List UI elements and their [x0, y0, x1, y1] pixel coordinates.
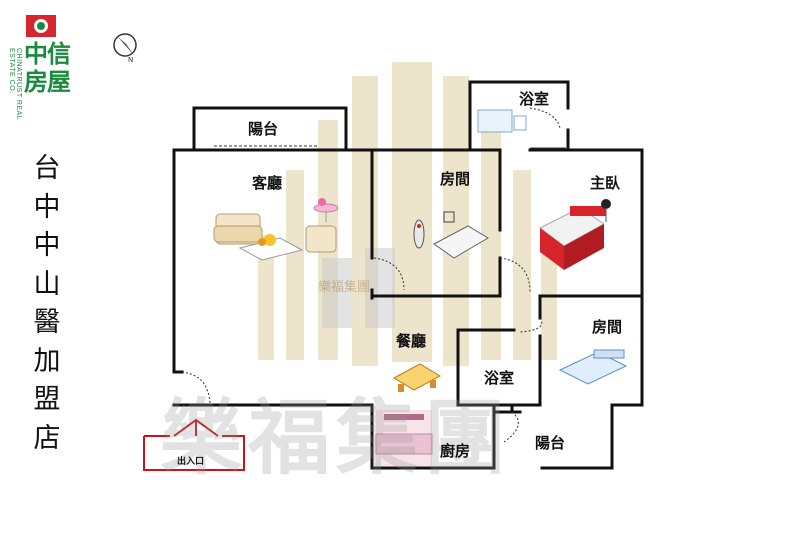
room-label-balcony-bottom: 陽台 [535, 434, 566, 452]
store-name-char: 中 [33, 230, 61, 261]
store-name: 台 中 中 山 醫 加 盟 店 [30, 150, 64, 458]
logo-chinese-name: 中信房屋 [24, 39, 71, 96]
room-label-living-room: 客廳 [252, 174, 283, 192]
store-name-char: 中 [33, 191, 61, 223]
compass-north-label: N [128, 56, 134, 64]
store-name-char: 醫 [33, 307, 61, 338]
side-table-icon [313, 198, 339, 222]
logo-icon [26, 15, 56, 37]
store-name-char: 盟 [33, 384, 61, 415]
room-label-dining-room: 餐廳 [396, 332, 427, 350]
logo-english-name: CHINATRUST REAL ESTATE CO. [8, 48, 22, 120]
room-label-balcony-top: 陽台 [248, 120, 279, 138]
sofa-icon [213, 213, 263, 245]
coffee-table-icon [238, 234, 304, 261]
room-label-master-bedroom: 主臥 [590, 174, 621, 192]
room-label-kitchen: 廚房 [440, 442, 471, 460]
armchair-icon [305, 225, 337, 253]
mirror-icon [413, 219, 425, 249]
room-label-bathroom-top: 浴室 [519, 90, 550, 108]
master-bed-icon [539, 199, 611, 270]
bed-icon [433, 211, 489, 259]
right-bed-icon [558, 349, 628, 385]
entrance-marker [143, 418, 245, 471]
bathtub-icon [477, 109, 527, 133]
room-label-bedroom-right: 房間 [592, 318, 623, 336]
watermark-site-text: 樂福集團 [318, 279, 371, 294]
room-label-bathroom-middle: 浴室 [484, 369, 515, 387]
dining-table-icon [392, 363, 442, 392]
store-name-char: 店 [33, 422, 61, 454]
room-label-bedroom-middle: 房間 [440, 170, 471, 188]
entrance-label: 出入口 [177, 457, 205, 467]
kitchen-fixtures-icon [375, 410, 433, 466]
watermark-text: 樂福集團 [160, 390, 513, 486]
store-name-char: 山 [33, 268, 61, 300]
store-name-char: 台 [33, 153, 61, 184]
store-name-char: 加 [33, 345, 61, 377]
